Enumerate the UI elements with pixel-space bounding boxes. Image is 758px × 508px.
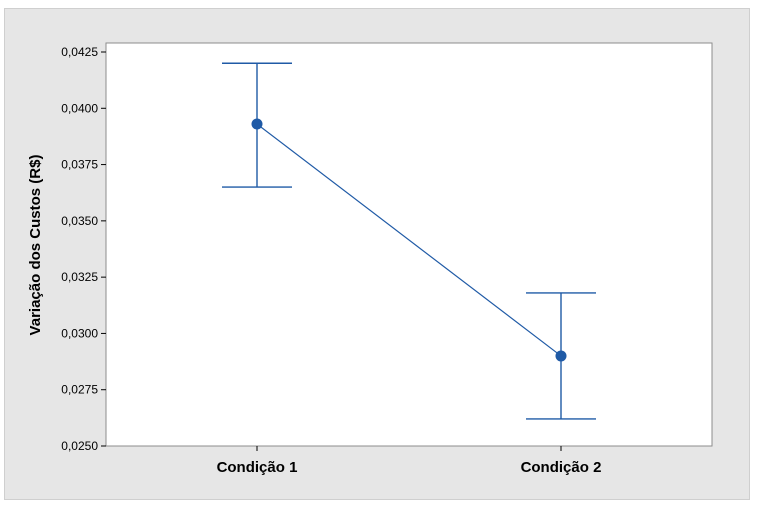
y-axis: 0,0250 0,0275 0,0300 0,0325 0,0350 0,0375 0,04…	[61, 45, 106, 453]
x-tick-label: Condição 1	[217, 459, 298, 476]
y-tick-label: 0,0350	[61, 214, 98, 228]
y-tick-label: 0,0250	[61, 439, 98, 453]
y-tick-label: 0,0425	[61, 45, 98, 59]
y-tick-label: 0,0375	[61, 158, 98, 172]
y-tick-label: 0,0325	[61, 270, 98, 284]
mean-point	[251, 118, 263, 130]
y-tick-label: 0,0300	[61, 326, 98, 340]
mean-point	[555, 350, 567, 362]
x-tick-label: Condição 2	[521, 459, 602, 476]
series-marks	[222, 62, 596, 420]
plot-area	[105, 42, 713, 447]
y-axis-title: Variação dos Custos (R$)	[27, 155, 44, 336]
x-axis: Condição 1 Condição 2	[217, 446, 602, 476]
y-tick-label: 0,0275	[61, 383, 98, 397]
series-line	[256, 123, 562, 357]
y-tick-label: 0,0400	[61, 101, 98, 115]
